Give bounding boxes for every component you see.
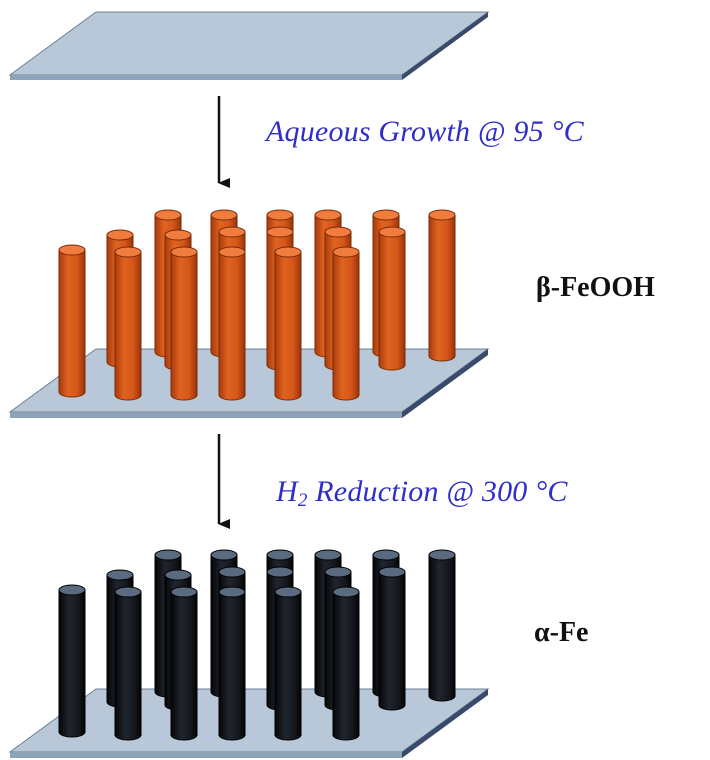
fe-nanorod-array bbox=[58, 549, 456, 741]
fe-rod bbox=[218, 586, 246, 741]
reduction-prefix: H bbox=[276, 475, 298, 508]
bare-substrate bbox=[8, 11, 490, 80]
feooh-rod bbox=[378, 226, 406, 371]
fe-rod bbox=[58, 584, 86, 738]
feooh-rod bbox=[114, 246, 142, 401]
feooh-rod bbox=[218, 246, 246, 401]
fe-rod bbox=[332, 586, 360, 741]
feooh-rod bbox=[428, 209, 456, 362]
growth-step-text: Aqueous Growth @ 95 °C bbox=[266, 115, 584, 148]
feooh-label: β-FeOOH bbox=[536, 272, 655, 303]
feooh-rod bbox=[332, 246, 360, 401]
reduction-step-text: Reduction @ 300 °C bbox=[307, 475, 568, 508]
fe-rod bbox=[428, 549, 456, 702]
reduction-subscript: 2 bbox=[297, 490, 308, 511]
growth-step-label: Aqueous Growth @ 95 °C bbox=[266, 115, 584, 149]
fe-rod bbox=[274, 586, 302, 741]
feooh-nanorod-array bbox=[58, 209, 456, 401]
feooh-rod bbox=[58, 244, 86, 398]
fe-rod bbox=[170, 586, 198, 741]
fe-rod bbox=[114, 586, 142, 741]
feooh-rod bbox=[170, 246, 198, 401]
feooh-rod bbox=[274, 246, 302, 401]
fe-label: α-Fe bbox=[534, 617, 589, 648]
fe-rod bbox=[378, 566, 406, 711]
reduction-step-label: H2 Reduction @ 300 °C bbox=[276, 475, 568, 511]
